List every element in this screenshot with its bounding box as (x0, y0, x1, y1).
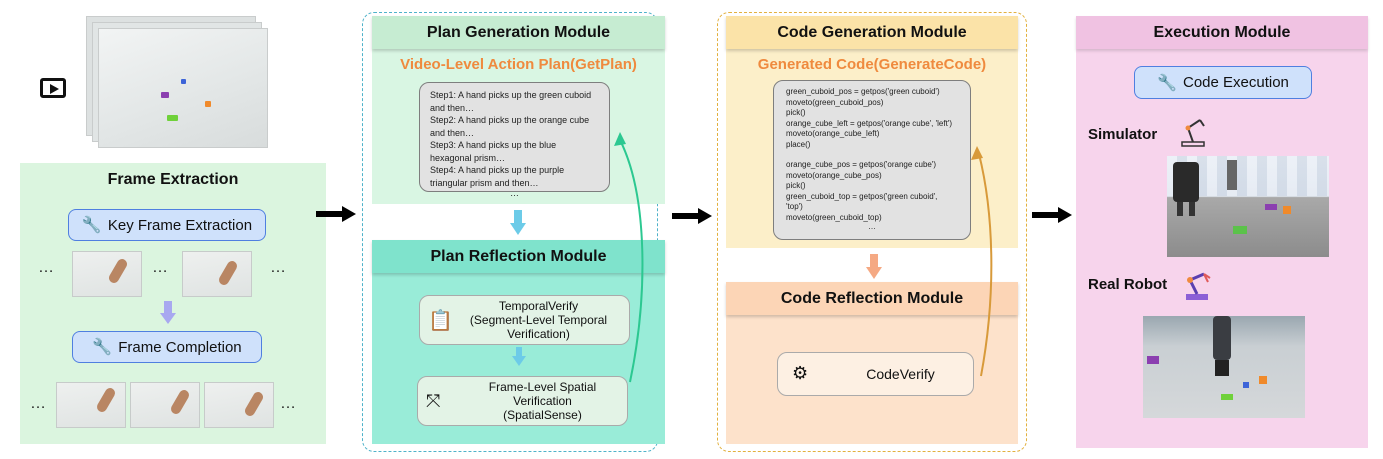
frame-completion-label: Frame Completion (118, 338, 242, 356)
plan-step-line: Step1: A hand picks up the green cuboid (430, 90, 592, 100)
flow-arrow-icon (316, 206, 356, 222)
execution-title: Execution Module (1076, 16, 1368, 49)
play-icon (40, 78, 66, 98)
code-line: moveto(orange_cube_pos) (786, 170, 882, 180)
plan-reflection-title: Plan Reflection Module (372, 240, 665, 273)
code-generation-panel: Code Generation Module Generated Code(Ge… (726, 16, 1018, 248)
code-line: … (868, 222, 876, 231)
down-arrow-icon (512, 347, 526, 366)
down-arrow-icon (866, 254, 882, 279)
code-execution-tool: 🔧 Code Execution (1134, 66, 1312, 99)
completed-frame-thumbnail (204, 382, 274, 428)
plan-generation-panel: Plan Generation Module Video-Level Actio… (372, 16, 665, 204)
frame-extraction-panel: Frame Extraction 🔧 Key Frame Extraction … (20, 163, 326, 444)
ellipsis: … (152, 259, 170, 276)
code-verify-box: ⚙ CodeVerify (777, 352, 974, 396)
down-arrow-icon (510, 210, 526, 235)
temporal-verify-line: (Segment-Level Temporal (469, 313, 608, 327)
code-window-gear-icon: ⚙ (792, 363, 809, 383)
plan-generation-subtitle: Video-Level Action Plan(GetPlan) (400, 56, 637, 73)
execution-panel: Execution Module 🔧 Code Execution Simula… (1076, 16, 1368, 448)
code-line: 'top') (786, 202, 803, 211)
code-line: moveto(green_cuboid_top) (786, 212, 882, 222)
code-line: green_cuboid_top = getpos('green cuboid'… (786, 191, 938, 201)
frame-completion-tool: 🔧 Frame Completion (72, 331, 262, 363)
code-reflection-panel: Code Reflection Module ⚙ CodeVerify (726, 282, 1018, 444)
generated-code-box: green_cuboid_pos = getpos('green cuboid'… (773, 80, 971, 240)
code-line: pick() (786, 181, 806, 190)
real-robot-image (1143, 316, 1305, 418)
plan-step-line: triangular prism and then… (430, 177, 539, 188)
spatial-verify-line: (SpatialSense) (503, 408, 582, 422)
robot-arm-icon (1181, 119, 1205, 147)
code-line: pick() (786, 108, 806, 117)
down-arrow-icon (160, 301, 176, 324)
code-reflection-title: Code Reflection Module (726, 282, 1018, 315)
key-frame-extraction-tool: 🔧 Key Frame Extraction (68, 209, 266, 241)
temporal-verify-box: 📋 TemporalVerify (Segment-Level Temporal… (419, 295, 630, 345)
ellipsis: … (270, 259, 288, 276)
robot-arm-icon (1186, 272, 1211, 300)
code-line (786, 150, 958, 160)
plan-step-line: and then… (430, 127, 475, 138)
plan-reflection-panel: Plan Reflection Module 📋 TemporalVerify … (372, 240, 665, 444)
code-verify-label: CodeVerify (866, 366, 935, 382)
ellipsis: … (30, 395, 48, 412)
flow-arrow-icon (1032, 207, 1072, 223)
key-frame-thumbnail (182, 251, 252, 297)
plan-step-line: Step2: A hand picks up the orange cube (430, 115, 590, 125)
plan-step-line: hexagonal prism… (430, 152, 506, 163)
code-line: place() (786, 139, 811, 149)
code-line: orange_cube_left = getpos('orange cube',… (786, 118, 952, 128)
key-frame-extraction-label: Key Frame Extraction (107, 216, 253, 234)
directions-icon: ⤧ (426, 391, 441, 411)
completed-frame-thumbnail (130, 382, 200, 428)
spatial-verify-line: Verification (513, 394, 572, 408)
spatial-verify-box: ⤧ Frame-Level Spatial Verification (Spat… (417, 376, 628, 426)
code-feedback-arrow (971, 146, 993, 377)
code-module-group (717, 12, 1027, 452)
real-robot-label: Real Robot (1088, 276, 1168, 293)
clipboard-search-icon: 📋 (428, 310, 453, 332)
flow-arrow-icon (672, 208, 712, 224)
temporal-verify-line: Verification) (507, 327, 570, 341)
plan-step-line: Step4: A hand picks up the purple (430, 165, 565, 175)
simulator-image (1167, 156, 1329, 257)
video-frames (86, 16, 276, 156)
simulator-label: Simulator (1088, 126, 1158, 143)
code-execution-label: Code Execution (1183, 74, 1289, 91)
wrench-icon: 🔧 (81, 217, 102, 234)
plan-feedback-arrow (614, 132, 644, 383)
code-generation-title: Code Generation Module (726, 16, 1018, 49)
ellipsis: … (280, 395, 298, 412)
ellipsis: … (38, 259, 56, 276)
completed-frame-thumbnail (56, 382, 126, 428)
wrench-icon: 🔧 (1157, 74, 1177, 92)
plan-generation-title: Plan Generation Module (372, 16, 665, 49)
code-line: green_cuboid_pos = getpos('green cuboid'… (786, 87, 940, 96)
plan-step-line: Step3: A hand picks up the blue (430, 140, 557, 150)
plan-step-line: and then… (430, 102, 475, 113)
action-plan-box: Step1: A hand picks up the green cuboid … (419, 82, 610, 198)
code-line: moveto(orange_cube_left) (786, 129, 880, 138)
wrench-icon: 🔧 (92, 339, 113, 356)
code-line: orange_cube_pos = getpos('orange cube') (786, 160, 937, 169)
code-line: moveto(green_cuboid_pos) (786, 97, 884, 107)
code-generation-subtitle: Generated Code(GenerateCode) (757, 56, 987, 73)
plan-module-group (362, 12, 658, 452)
plan-step-line: … (510, 188, 519, 198)
frame-extraction-title: Frame Extraction (107, 171, 239, 188)
key-frame-thumbnail (72, 251, 142, 297)
spatial-verify-line: Frame-Level Spatial (488, 380, 597, 394)
temporal-verify-line: TemporalVerify (498, 299, 579, 313)
